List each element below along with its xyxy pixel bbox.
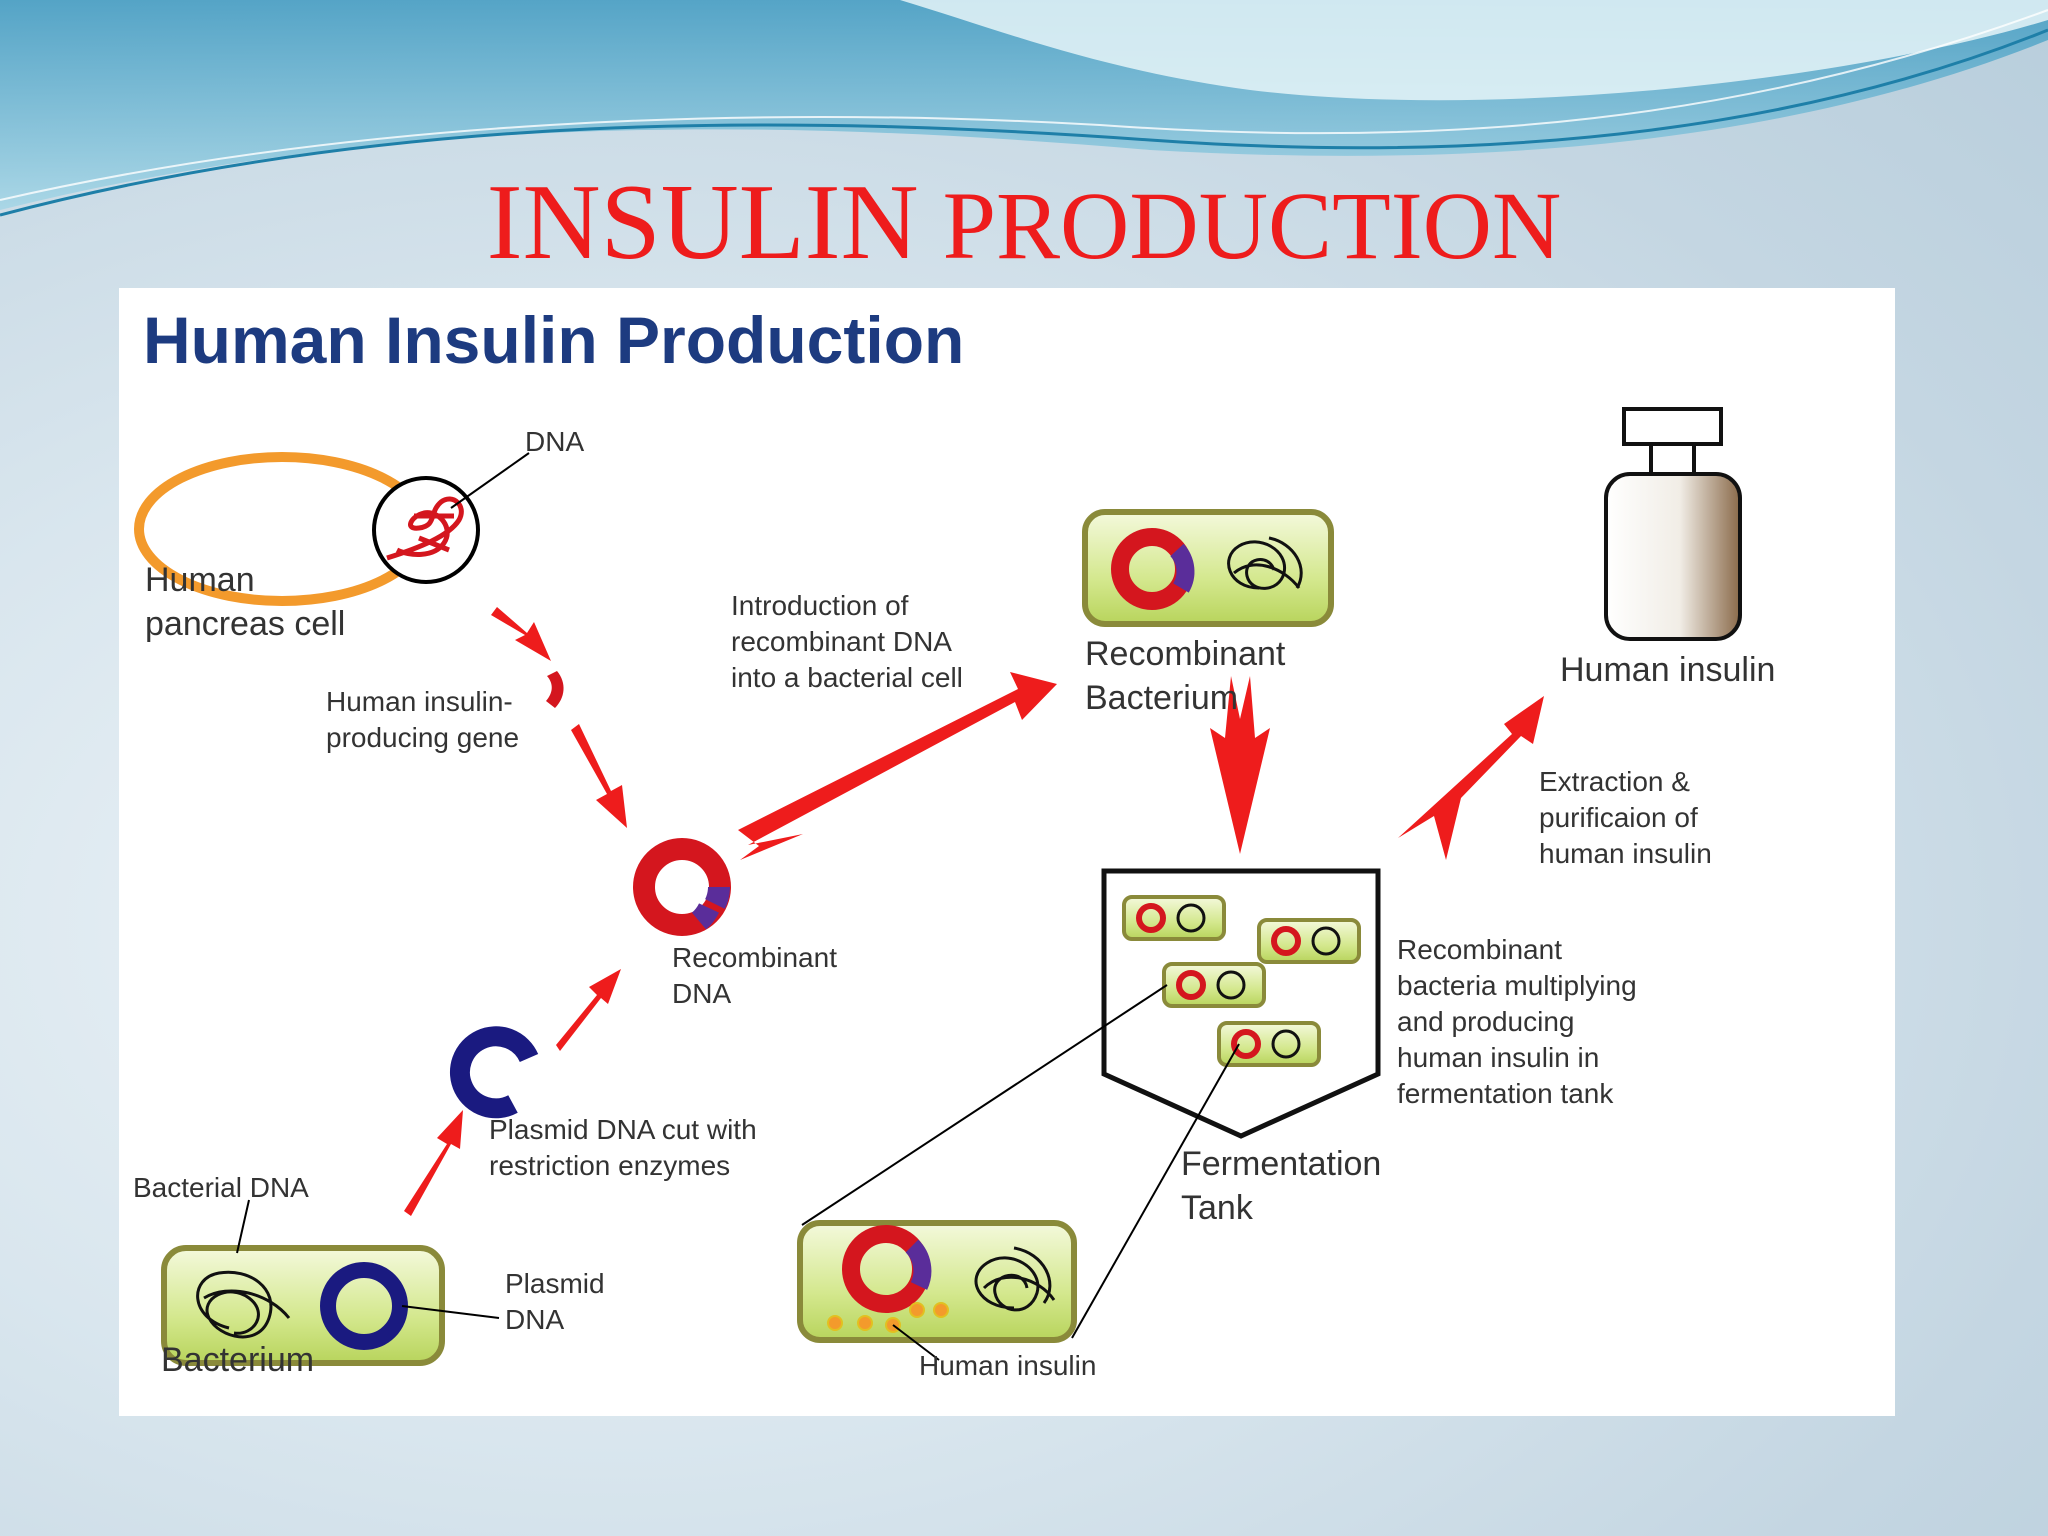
slide-title-rest: PRODUCTION — [942, 172, 1562, 279]
insulin-bottle — [1604, 407, 1742, 641]
arrow-cut-to-recombinant — [556, 969, 621, 1051]
label-fermentation-tank: Fermentation Tank — [1181, 1145, 1382, 1227]
fermentation-tank — [1101, 868, 1381, 1139]
pancreas-cell — [134, 452, 530, 606]
label-human-insulin-zoom: Human insulin — [919, 1350, 1097, 1381]
label-bacterial-dna: Bacterial DNA — [133, 1172, 309, 1203]
label-human-pancreas-cell: Human pancreas cell — [145, 561, 346, 643]
slide-title: INSULIN PRODUCTION — [0, 168, 2048, 281]
arrow-cell-to-gene — [491, 607, 551, 661]
arrow-bacterium-to-tank — [1210, 676, 1270, 854]
label-extraction: Extraction & purificaion of human insuli… — [1539, 766, 1712, 869]
recombinant-dna-ring — [633, 838, 731, 936]
label-plasmid-dna: Plasmid DNA — [505, 1268, 605, 1335]
label-recombinant-dna: Recombinant DNA — [672, 942, 837, 1009]
cut-plasmid — [449, 1026, 539, 1119]
label-recombinant-bacterium: Recombinant Bacterium — [1085, 635, 1286, 717]
diagram-panel: Human Insulin Production DNA Human pancr… — [119, 288, 1895, 1416]
insulin-gene-fragment — [546, 671, 564, 708]
slide-title-first-word: INSULIN — [486, 163, 919, 282]
tank-bacterium-3 — [1162, 962, 1266, 1008]
arrow-gene-to-recombinant — [571, 724, 627, 828]
tank-bacterium-4 — [1217, 1021, 1321, 1067]
background-wave — [0, 0, 2048, 217]
label-insulin-gene: Human insulin- producing gene — [326, 686, 520, 753]
bacterium-cell — [161, 1199, 500, 1366]
tank-bacterium-1 — [1122, 895, 1226, 941]
recombinant-bacterium — [1082, 509, 1334, 627]
label-introduction: Introduction of recombinant DNA into a b… — [731, 590, 963, 693]
label-human-insulin-bottle: Human insulin — [1560, 651, 1776, 689]
arrow-bacterium-to-cut — [404, 1110, 463, 1216]
arrow-tank-to-bottle — [1398, 696, 1544, 860]
label-bacterium: Bacterium — [161, 1341, 315, 1379]
zoom-line-right — [1071, 1043, 1240, 1339]
diagram-graphics — [134, 407, 1742, 1366]
label-plasmid-cut: Plasmid DNA cut with restriction enzymes — [489, 1114, 757, 1181]
label-dna: DNA — [525, 426, 585, 457]
zoom-line-left — [801, 984, 1168, 1226]
label-multiplying: Recombinant bacteria multiplying and pro… — [1397, 934, 1637, 1109]
tank-bacterium-2 — [1257, 918, 1361, 964]
arrow-recombinant-to-bacterium — [738, 672, 1057, 860]
zoomed-bacterium — [797, 1220, 1077, 1361]
diagram-heading: Human Insulin Production — [143, 303, 965, 377]
